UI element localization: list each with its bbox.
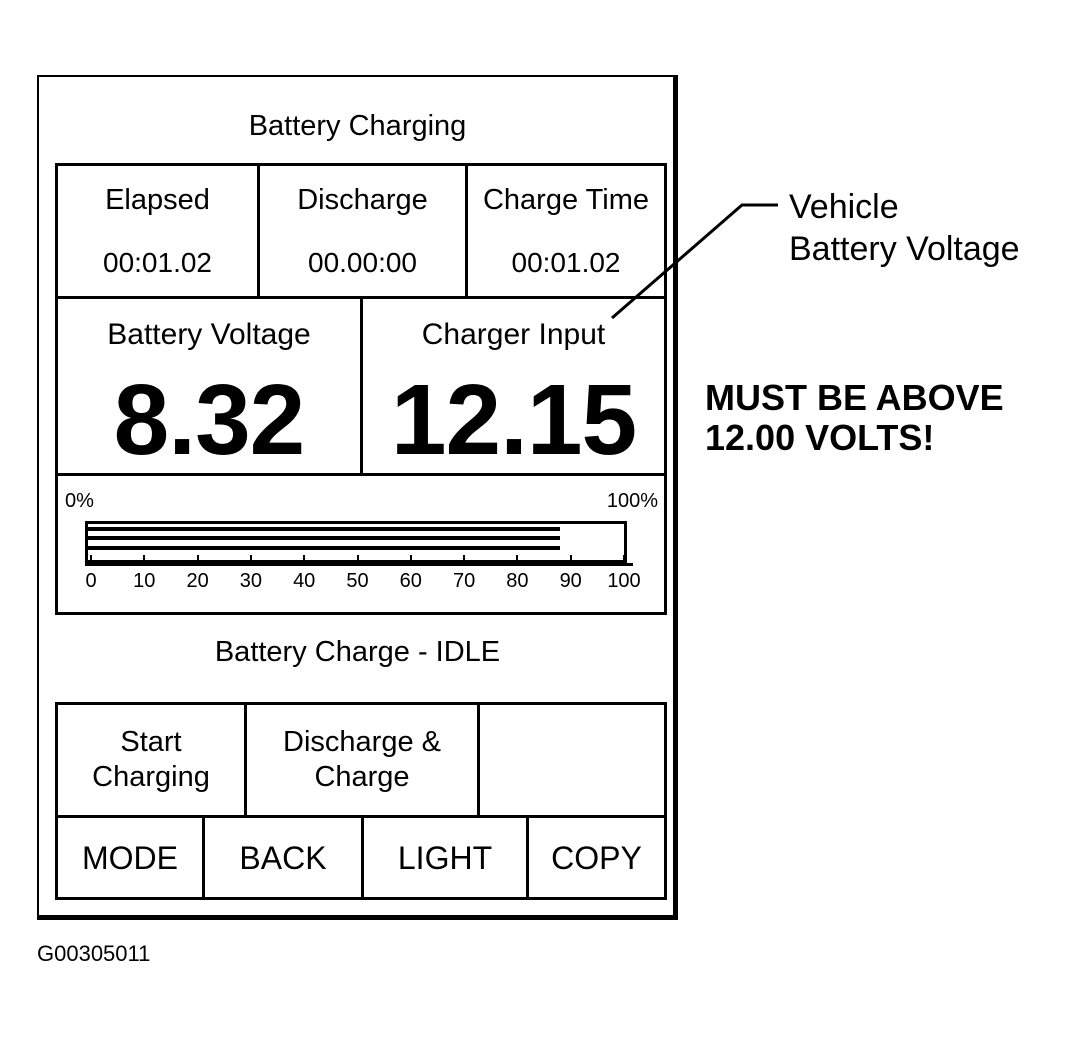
progress-bar-fill: [88, 546, 560, 550]
charger-input-cell: Charger Input 12.15: [363, 299, 664, 473]
copy-button-label: COPY: [551, 840, 642, 876]
discharge-charge-label-line2: Charge: [314, 761, 410, 793]
figure-id: G00305011: [37, 941, 151, 966]
scale-tick-label: 70: [452, 570, 476, 592]
charger-input-value: 12.15: [390, 364, 637, 476]
callout-line1: Vehicle: [789, 188, 899, 226]
charge-time-cell: Charge Time 00:01.02: [468, 166, 664, 296]
voltage-warning: MUST BE ABOVE 12.00 VOLTS!: [705, 378, 1004, 458]
progress-bar: [85, 521, 627, 563]
elapsed-label: Elapsed: [105, 184, 210, 216]
divider: [360, 299, 363, 473]
discharge-cell: Discharge 00.00:00: [260, 166, 465, 296]
discharge-and-charge-button[interactable]: Discharge & Charge: [247, 705, 477, 815]
scale-tick: [516, 555, 519, 563]
charge-time-label: Charge Time: [482, 184, 649, 216]
divider: [244, 705, 247, 815]
info-panel: Elapsed 00:01.02 Discharge 00.00:00 Char…: [55, 163, 667, 615]
mode-button[interactable]: MODE: [58, 818, 202, 897]
mode-button-label: MODE: [82, 840, 178, 876]
scale-tick-label: 60: [399, 570, 422, 592]
scale-tick: [569, 555, 572, 563]
scale-tick-label: 90: [559, 570, 582, 592]
discharge-value: 00.00:00: [308, 247, 417, 278]
light-button-label: LIGHT: [397, 840, 493, 876]
divider: [526, 818, 529, 897]
back-button[interactable]: BACK: [205, 818, 361, 897]
scale-tick: [143, 555, 146, 563]
scale-tick-label: 10: [133, 570, 156, 592]
warning-line2: 12.00 VOLTS!: [705, 417, 935, 458]
scale-tick: [249, 555, 252, 563]
copy-button[interactable]: COPY: [529, 818, 664, 897]
battery-voltage-label: Battery Voltage: [107, 318, 311, 351]
divider: [477, 705, 480, 815]
warning-line1: MUST BE ABOVE: [705, 377, 1004, 418]
start-charging-label-line1: Start: [120, 726, 182, 758]
scale-tick: [90, 555, 92, 563]
back-button-label: BACK: [239, 840, 327, 876]
divider: [202, 818, 205, 897]
scale-tick: [623, 555, 625, 563]
divider: [58, 815, 664, 818]
charger-input-label: Charger Input: [421, 318, 606, 351]
scale-tick-label: 80: [506, 570, 529, 592]
progress-bar-fill: [88, 527, 560, 531]
scale-tick-label: 40: [293, 570, 316, 592]
progress-min-label: 0%: [65, 490, 94, 512]
divider: [58, 473, 664, 476]
charge-progress-gauge: 0% 100% 0 10 20 30 40 50 60 70 80 90 100: [58, 476, 664, 612]
scale-tick-label: 30: [239, 570, 263, 592]
scale-tick-label: 20: [186, 570, 209, 592]
battery-voltage-value: 8.32: [113, 364, 306, 476]
progress-max-label: 100%: [606, 490, 658, 512]
scale-tick: [196, 555, 199, 563]
elapsed-cell: Elapsed 00:01.02: [58, 166, 257, 296]
start-charging-button[interactable]: Start Charging: [58, 705, 244, 815]
divider: [361, 818, 364, 897]
scale-tick-label: 100: [607, 570, 641, 592]
divider: [465, 166, 468, 296]
scale-tick-label: 0: [85, 570, 97, 592]
scale-tick: [409, 555, 412, 563]
divider: [257, 166, 260, 296]
divider: [58, 296, 664, 299]
elapsed-value: 00:01.02: [103, 247, 212, 278]
blank-button[interactable]: [480, 705, 664, 815]
charge-time-value: 00:01.02: [511, 247, 621, 278]
scale-tick: [463, 555, 466, 563]
charger-device-screen: [37, 75, 678, 920]
progress-bar-fill: [88, 536, 560, 540]
button-panel: Start Charging Discharge & Charge MODE B…: [55, 702, 667, 900]
charge-status: Battery Charge - IDLE: [214, 636, 501, 668]
scale-tick: [303, 555, 306, 563]
start-charging-label-line2: Charging: [92, 761, 210, 793]
discharge-charge-label-line1: Discharge &: [283, 726, 441, 758]
scale-tick: [356, 555, 359, 563]
scale-tick-label: 50: [346, 570, 369, 592]
progress-scale: [85, 563, 633, 566]
battery-voltage-cell: Battery Voltage 8.32: [58, 299, 360, 473]
light-button[interactable]: LIGHT: [364, 818, 526, 897]
screen-title: Battery Charging: [248, 110, 467, 142]
callout-line2: Battery Voltage: [789, 230, 1020, 268]
discharge-label: Discharge: [297, 184, 428, 216]
vehicle-battery-voltage-callout: Vehicle Battery Voltage: [789, 186, 1020, 270]
